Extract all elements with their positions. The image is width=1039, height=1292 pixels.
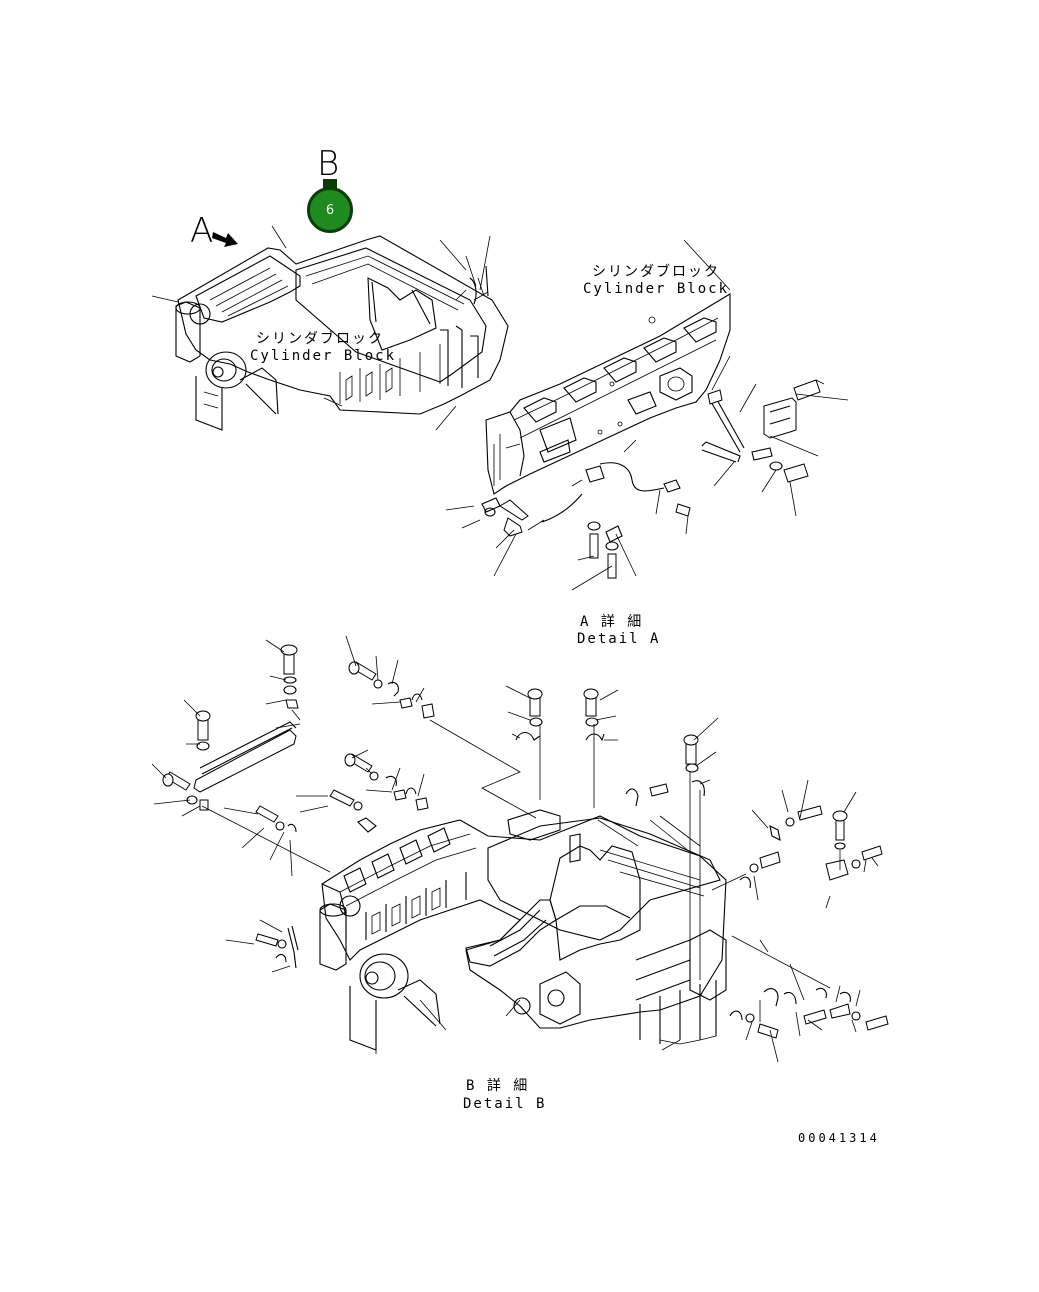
detail-a-title-jp: A 詳 細 xyxy=(580,614,644,630)
detail-a-title-en: Detail A xyxy=(577,631,661,647)
cylinder-block-label-jp-1: シリンダブロック xyxy=(256,331,384,347)
detail-b-title-jp: B 詳 細 xyxy=(466,1078,530,1094)
view-b-callout-badge[interactable]: 6 xyxy=(307,187,353,233)
view-a-label: A xyxy=(190,211,214,251)
cylinder-block-label-en-2: Cylinder Block xyxy=(583,281,730,297)
cylinder-block-label-jp-2: シリンダブロック xyxy=(592,264,720,280)
detail-b-drawing xyxy=(151,635,889,1063)
drawing-number: 00041314 xyxy=(798,1131,880,1145)
overall-engine-drawing xyxy=(151,225,509,431)
cylinder-block-label-en-1: Cylinder Block xyxy=(250,348,397,364)
badge-stem xyxy=(323,179,337,189)
view-b-label: B xyxy=(317,144,340,184)
view-a-arrow-icon xyxy=(212,232,238,247)
detail-a-drawing xyxy=(445,239,849,591)
detail-b-title-en: Detail B xyxy=(463,1096,547,1112)
